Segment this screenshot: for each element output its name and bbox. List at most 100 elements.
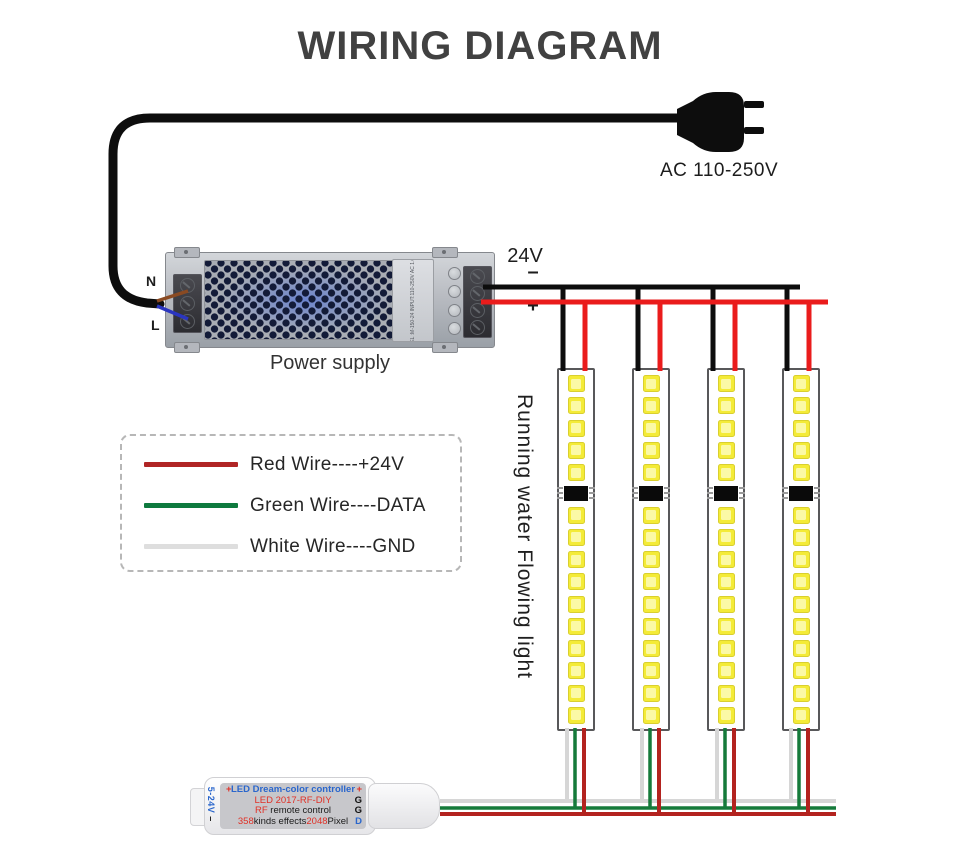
led-lens <box>571 510 581 521</box>
led-lens <box>796 554 806 565</box>
mounting-tab <box>174 247 200 258</box>
led <box>717 375 735 393</box>
controller-title: LED Dream-color controller <box>230 784 356 795</box>
effects-text: kinds effects <box>253 815 307 827</box>
psu-screws <box>448 261 461 341</box>
ac-voltage-label: AC 110-250V <box>660 160 779 181</box>
ventilation-grille <box>204 260 398 340</box>
legend-row-green: Green Wire----DATA <box>122 485 460 526</box>
mounting-tab <box>432 247 458 258</box>
led-lens <box>796 445 806 456</box>
led <box>717 706 735 724</box>
led <box>717 617 735 635</box>
led <box>567 617 585 635</box>
led <box>792 640 810 658</box>
led-lens <box>796 400 806 411</box>
led <box>717 419 735 437</box>
mounting-tab <box>432 342 458 353</box>
led-lens <box>571 688 581 699</box>
plus-mark: + <box>356 784 362 795</box>
led <box>717 441 735 459</box>
led-lens <box>646 510 656 521</box>
led <box>792 706 810 724</box>
gnd-white-wires <box>440 728 836 803</box>
led <box>717 506 735 524</box>
led <box>717 662 735 680</box>
terminal-screw <box>180 296 195 311</box>
led-lens <box>646 532 656 543</box>
led-lens <box>796 599 806 610</box>
led-lens <box>721 688 731 699</box>
led <box>642 684 660 702</box>
led-strip <box>632 368 670 731</box>
led <box>567 595 585 613</box>
led-lens <box>646 643 656 654</box>
led-lens <box>721 576 731 587</box>
ac-input-terminal <box>173 274 202 333</box>
led <box>567 506 585 524</box>
led-lens <box>721 467 731 478</box>
led <box>567 528 585 546</box>
led <box>717 595 735 613</box>
led-lens <box>646 378 656 389</box>
running-water-caption: Running water Flowing light <box>513 394 536 679</box>
led <box>717 640 735 658</box>
controller-voltage-side-label: 5-24V– <box>206 782 216 826</box>
legend-label: White Wire----GND <box>250 535 416 557</box>
led-lens <box>721 400 731 411</box>
led-lens <box>721 621 731 632</box>
red-drops <box>582 302 812 371</box>
led <box>567 684 585 702</box>
led-lens <box>721 423 731 434</box>
led-lens <box>796 378 806 389</box>
led <box>717 684 735 702</box>
led <box>642 706 660 724</box>
led <box>792 662 810 680</box>
led <box>792 464 810 482</box>
led-lens <box>571 621 581 632</box>
led-lens <box>721 378 731 389</box>
led <box>567 573 585 591</box>
power-supply-caption: Power supply <box>269 352 391 374</box>
live-terminal-label: L <box>151 317 160 333</box>
led-lens <box>571 467 581 478</box>
led-lens <box>646 400 656 411</box>
terminal-screw <box>470 303 485 318</box>
data-green-wires <box>440 728 836 810</box>
led-lens <box>646 665 656 676</box>
pixel-text: Pixel <box>327 815 349 827</box>
pixel-count: 2048 <box>306 815 328 827</box>
psu-model: MODEL :M-150-24 <box>409 312 416 342</box>
ic-chip <box>782 486 820 502</box>
led <box>567 640 585 658</box>
plug-prong-top <box>744 101 764 108</box>
led <box>642 595 660 613</box>
led-lens <box>721 710 731 721</box>
led <box>792 595 810 613</box>
led <box>642 617 660 635</box>
led-lens <box>721 510 731 521</box>
plus-mark: + <box>226 784 232 795</box>
led <box>567 375 585 393</box>
led-strip <box>557 368 595 731</box>
led-lens <box>646 710 656 721</box>
led <box>642 464 660 482</box>
led-lens <box>571 400 581 411</box>
legend-label: Red Wire----+24V <box>250 453 405 475</box>
led <box>717 397 735 415</box>
led <box>567 397 585 415</box>
effects-count: 358 <box>237 815 254 827</box>
led <box>567 419 585 437</box>
ic-chip <box>632 486 670 502</box>
led <box>642 375 660 393</box>
terminal-screw <box>470 286 485 301</box>
led <box>792 528 810 546</box>
led-strip <box>782 368 820 731</box>
controller-minus: – <box>206 816 216 822</box>
led-lens <box>571 554 581 565</box>
led-lens <box>571 710 581 721</box>
led <box>567 441 585 459</box>
controller-model-row: LED 2017-RF-DIY G <box>224 795 362 806</box>
led-lens <box>796 576 806 587</box>
white-wire-swatch <box>144 544 238 549</box>
